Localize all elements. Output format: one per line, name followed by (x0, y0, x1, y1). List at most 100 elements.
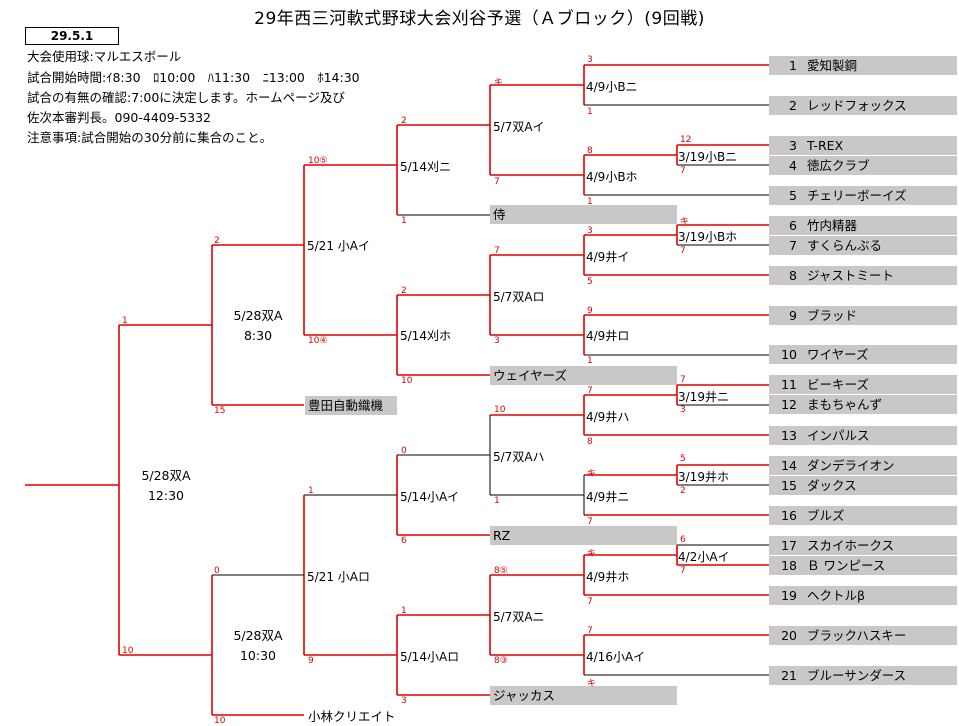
seed-kobayashi: 小林クリエイト (308, 709, 396, 724)
match-r2-8: 4/16小Aイ (586, 650, 646, 664)
score-team-6: キ (680, 217, 690, 227)
score-r1d-winner: キ (587, 469, 597, 479)
info-contact: 佐次本審判長。090-4409-5332 (27, 110, 212, 125)
match-r4-1: 5/14刈ニ (400, 160, 451, 174)
score-team-1: 3 (587, 55, 593, 65)
score-r1c-winner: 7 (587, 386, 593, 396)
match-sf-1-date: 5/28双A (233, 308, 283, 323)
seed-rz: RZ (490, 526, 677, 545)
match-r3-4: 5/7双Aニ (493, 610, 545, 624)
score-r4-4-bot: 3 (401, 696, 407, 706)
score-team-10: 1 (587, 356, 593, 366)
match-r1-c: 3/19井ニ (678, 390, 729, 404)
score-team-9: 9 (587, 306, 593, 316)
info-notice: 注意事項:試合開始の30分前に集合のこと。 (27, 130, 273, 145)
date-box: 29.5.1 (25, 27, 119, 45)
match-r4-2: 5/14刈ホ (400, 329, 451, 343)
seed-samurai: 侍 (490, 205, 677, 224)
score-r3-4-bot: 8③ (494, 656, 508, 666)
score-team-14: 5 (680, 454, 686, 464)
score-r4-3-top: 0 (401, 446, 407, 456)
match-final-date: 5/28双A (141, 468, 191, 483)
score-r3-1-bot: 7 (494, 177, 500, 187)
score-r4-2-top: 2 (401, 286, 407, 296)
score-sf-2-top: 0 (214, 566, 220, 576)
match-sf-2-date: 5/28双A (233, 628, 283, 643)
match-r2-7: 4/9井ホ (586, 570, 630, 584)
score-r5-2-bot: 9 (308, 656, 314, 666)
score-r3-3-top: 10 (494, 405, 506, 415)
match-r1-e: 4/2小Aイ (678, 550, 730, 564)
score-r3-2-top: 7 (494, 246, 500, 256)
score-final-top: 1 (122, 316, 128, 326)
match-r1-b: 3/19小Bホ (678, 230, 738, 244)
score-r3-2-bot: 3 (494, 336, 500, 346)
score-team-17: 6 (680, 535, 686, 545)
score-team-21: キ (587, 679, 597, 689)
score-r3-4-top: 8⑤ (494, 566, 508, 576)
match-r5-1: 5/21 小Aイ (307, 239, 370, 253)
score-team-15: 2 (680, 486, 686, 496)
score-sf-1-bot: 15 (214, 406, 226, 416)
match-r2-5: 4/9井ハ (586, 410, 630, 424)
score-team-11: 7 (680, 375, 686, 385)
score-r4-3-bot: 6 (401, 536, 407, 546)
match-r3-3: 5/7双Aハ (493, 450, 545, 464)
score-r4-1-bot: 1 (401, 216, 407, 226)
info-ball: 大会使用球:マルエスボール (27, 49, 182, 64)
match-r5-2: 5/21 小Aロ (307, 570, 370, 584)
score-team-5: 1 (587, 197, 593, 207)
score-team-2: 1 (587, 107, 593, 117)
score-r5-1-bot: 10④ (308, 336, 328, 346)
score-team-8: 5 (587, 277, 593, 287)
score-team-3: 12 (680, 135, 692, 145)
score-r5-2-top: 1 (308, 486, 314, 496)
score-r1e-winner: キ (587, 549, 597, 559)
score-final-bot: 10 (122, 646, 134, 656)
score-r5-1-top: 10⑤ (308, 156, 328, 166)
score-team-16: 7 (587, 517, 593, 527)
score-r4-4-top: 1 (401, 606, 407, 616)
match-r2-2: 4/9小Bホ (586, 170, 638, 184)
score-team-20: 7 (587, 626, 593, 636)
info-start-times: 試合開始時間:ｲ8:30 ﾛ10:00 ﾊ11:30 ﾆ13:00 ﾎ14:30 (27, 70, 360, 85)
score-team-19: 7 (587, 597, 593, 607)
score-sf-1-top: 2 (214, 236, 220, 246)
match-r2-1: 4/9小Bニ (586, 80, 638, 94)
match-r3-1: 5/7双Aイ (493, 120, 545, 134)
score-team-18: 7 (680, 566, 686, 576)
score-team-12: 3 (680, 405, 686, 415)
score-r1a-winner: 8 (587, 146, 593, 156)
match-final-time: 12:30 (147, 488, 185, 503)
score-team-4: 7 (680, 166, 686, 176)
match-r1-d: 3/19井ホ (678, 470, 729, 484)
score-r1b-winner: 3 (587, 226, 593, 236)
score-team-7: 7 (680, 246, 686, 256)
match-r4-3: 5/14小Aイ (400, 490, 460, 504)
page-title: 29年西三河軟式野球大会刈谷予選（Ａブロック）(9回戦) (254, 9, 705, 29)
seed-jackasu: ジャッカス (490, 686, 677, 705)
score-team-13: 8 (587, 437, 593, 447)
score-r3-3-bot: 1 (494, 496, 500, 506)
